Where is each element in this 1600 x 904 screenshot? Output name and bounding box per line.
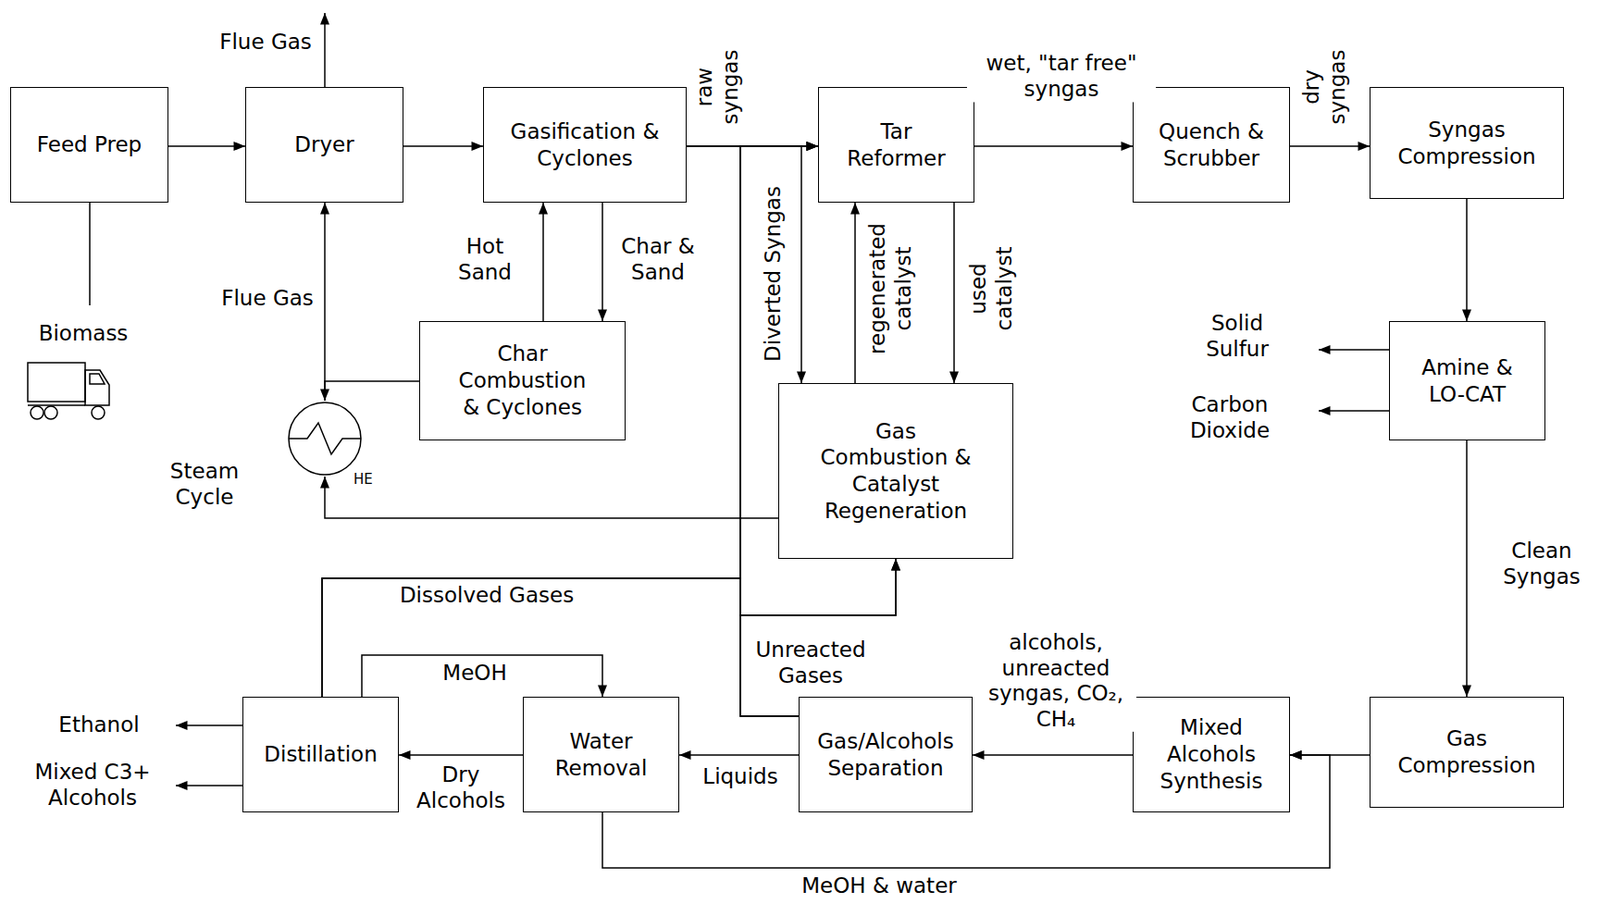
process-box: Mixed Alcohols Synthesis (1132, 696, 1290, 813)
box-label: Gas Combustion & Catalyst Regeneration (816, 418, 976, 525)
truck-icon (27, 362, 110, 420)
flow-connector (323, 202, 326, 401)
flow-label: Dissolved Gases (397, 582, 576, 609)
flow-label: Clean Syngas (1493, 538, 1590, 590)
flow-label: regenerated catalyst (865, 212, 917, 365)
heat-exchanger-coil (288, 422, 361, 455)
flow-connector (324, 476, 779, 519)
flow-connector (1465, 198, 1468, 322)
stream-label: Flue Gas (217, 29, 314, 56)
process-box: Distillation (242, 696, 399, 813)
process-box: Gas Combustion & Catalyst Regeneration (778, 383, 1014, 559)
stream-label: Steam Cycle (161, 458, 249, 510)
process-box: Syngas Compression (1369, 86, 1564, 199)
truck-cab (85, 370, 110, 406)
flow-connector (168, 145, 246, 148)
flow-label: MeOH & water (799, 873, 958, 900)
process-box: Gas Compression (1369, 696, 1564, 808)
flow-label: dry syngas (1299, 38, 1351, 136)
box-label: Char Combustion & Cyclones (458, 340, 588, 421)
flow-connector (322, 146, 819, 697)
box-label: Water Removal (541, 728, 662, 782)
ethanol-arrow (175, 724, 243, 727)
truck-wheel (30, 406, 44, 420)
process-box: Feed Prep (10, 86, 169, 203)
heat-exchanger-label: HE (353, 472, 373, 487)
box-label: Syngas Compression (1388, 116, 1546, 171)
c3-alcohols-arrow (175, 784, 243, 787)
heat-exchanger-symbol (286, 400, 363, 477)
sulfur-arrow (1318, 348, 1390, 351)
flow-connector (953, 202, 956, 384)
flow-connector (740, 558, 896, 717)
box-label: Quench & Scrubber (1151, 118, 1272, 173)
flow-label: Char & Sand (609, 234, 707, 286)
flow-connector (974, 145, 1133, 148)
box-label: Mixed Alcohols Synthesis (1141, 714, 1281, 794)
process-box: Water Removal (522, 696, 680, 813)
box-label: Gasification & Cyclones (496, 118, 673, 173)
flow-label: wet, "tar free" syngas (967, 50, 1156, 102)
box-label: Distillation (263, 741, 377, 769)
process-box: Quench & Scrubber (1132, 86, 1290, 203)
process-box: Amine & LO-CAT (1389, 321, 1546, 441)
connectors (168, 146, 1467, 869)
box-label: Tar Reformer (836, 118, 957, 173)
box-label: Amine & LO-CAT (1412, 354, 1524, 409)
flue-gas-arrow (323, 12, 326, 87)
flow-label: alcohols, unreacted syngas, CO₂, CH₄ (975, 630, 1137, 732)
flow-connector (972, 754, 1133, 757)
flow-connector (542, 202, 545, 322)
flow-connector (322, 558, 896, 697)
static-drawing (27, 12, 1390, 786)
flow-label: Diverted Syngas (760, 184, 787, 364)
stream-label: Ethanol (56, 712, 141, 739)
flow-label: raw syngas (692, 38, 744, 136)
truck-wheel (44, 406, 58, 420)
process-box: Dryer (245, 86, 404, 203)
process-box: Tar Reformer (818, 86, 975, 203)
flow-label: Liquids (700, 764, 780, 791)
flow-connector (324, 381, 420, 401)
flow-label: Hot Sand (441, 234, 529, 286)
heat-exchanger-circle (288, 402, 361, 475)
heat-exchanger: HE (286, 400, 363, 477)
flow-connector (1289, 145, 1370, 148)
truck-window (89, 373, 105, 385)
stream-label: Mixed C3+ Alcohols (28, 759, 158, 811)
process-box: Gas/Alcohols Separation (798, 696, 973, 813)
box-label: Feed Prep (37, 131, 142, 159)
stream-label: Carbon Dioxide (1177, 392, 1283, 444)
flow-connector (854, 202, 856, 384)
flow-connector (403, 145, 484, 148)
stream-label: Solid Sulfur (1193, 310, 1281, 362)
process-box: Char Combustion & Cyclones (419, 321, 626, 441)
co2-arrow (1318, 409, 1390, 412)
truck-wheel (91, 406, 105, 420)
flow-connector (601, 202, 604, 322)
box-label: Gas Compression (1392, 725, 1541, 780)
truck-trailer (27, 362, 86, 402)
flow-label: Dry Alcohols (408, 762, 514, 814)
process-box: Gasification & Cyclones (483, 86, 687, 203)
stream-label: Biomass (37, 321, 131, 348)
flow-connector (1465, 440, 1468, 697)
box-label: Dryer (294, 131, 354, 159)
box-label: Gas/Alcohols Separation (806, 728, 965, 782)
flow-label: Unreacted Gases (744, 637, 878, 689)
flow-label: used catalyst (966, 240, 1018, 337)
flow-label: Flue Gas (219, 285, 316, 312)
flow-connector (679, 754, 799, 757)
flow-connector (361, 655, 603, 697)
flow-connector (398, 754, 523, 757)
flow-label: MeOH (440, 660, 509, 687)
